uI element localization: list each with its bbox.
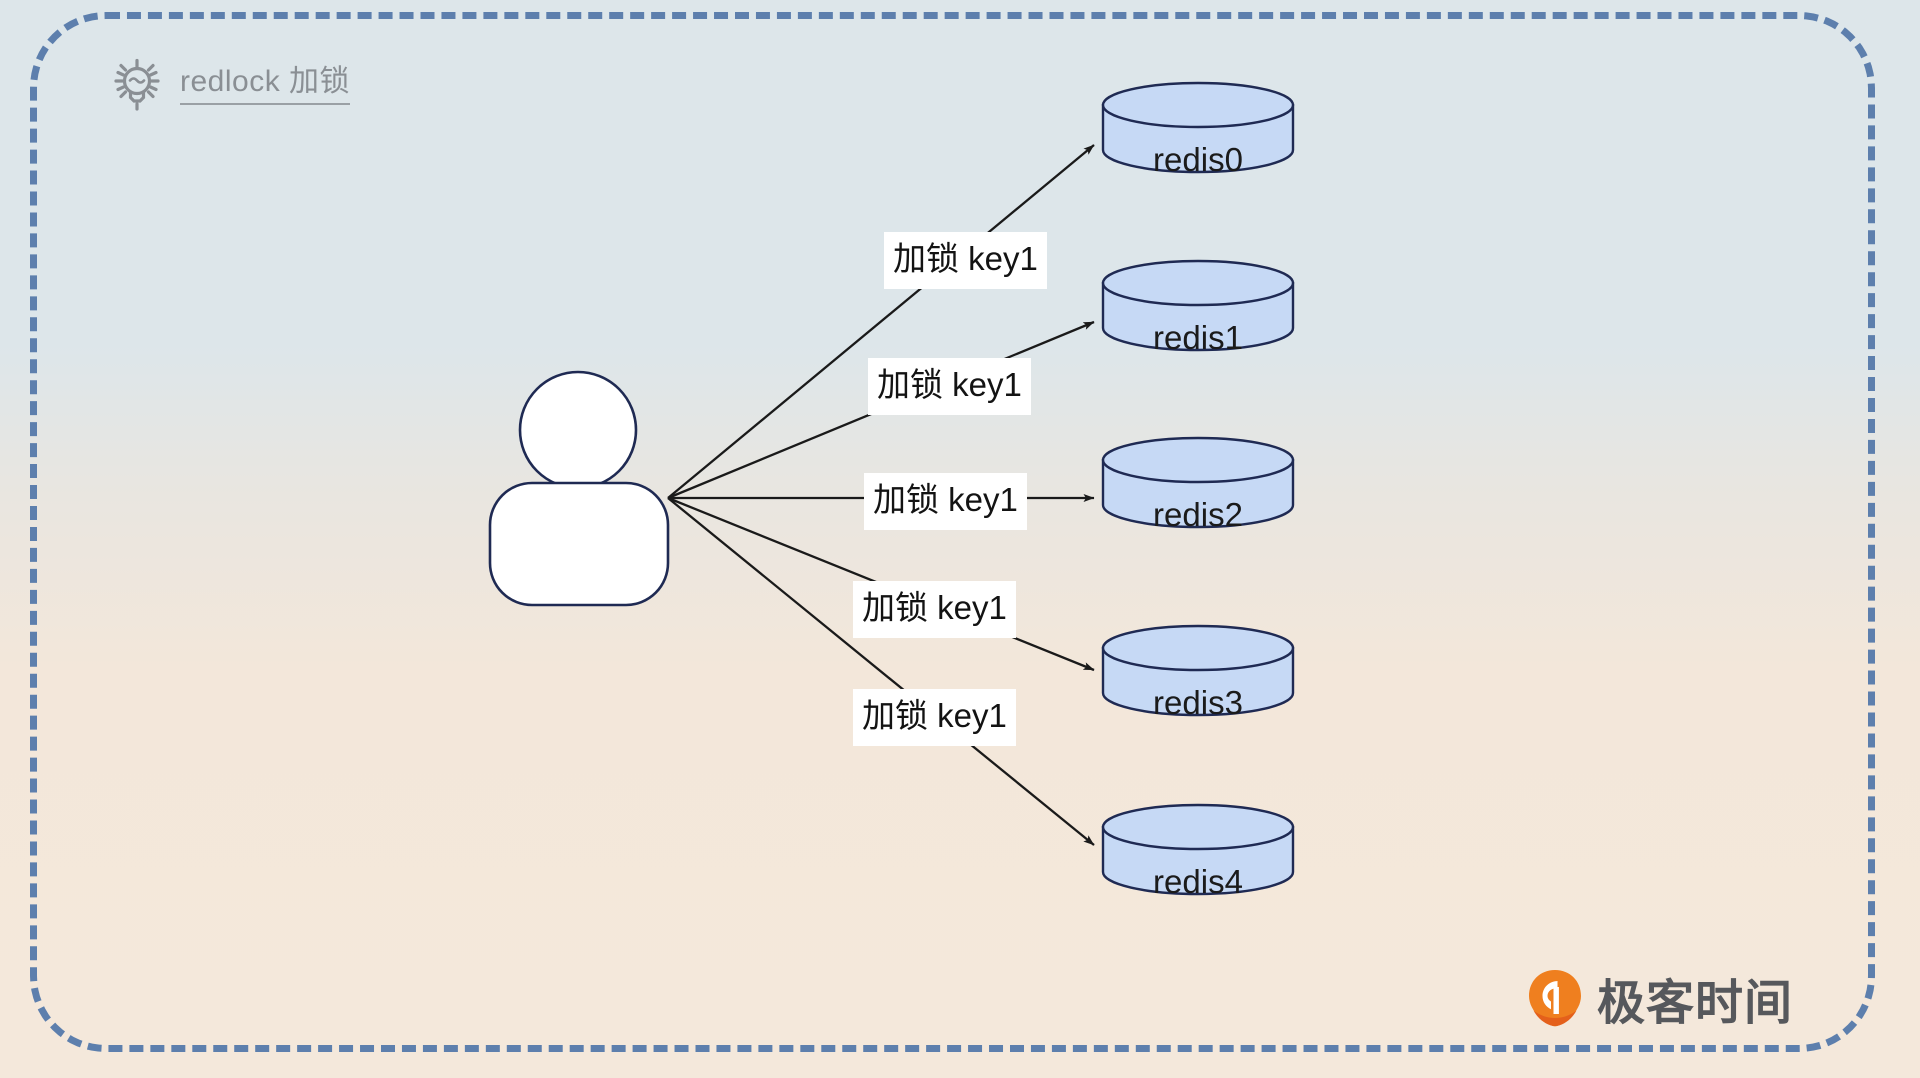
brand-logo: 极客时间 — [1527, 963, 1793, 1033]
node-redis1 — [1101, 259, 1295, 352]
node-label-redis2: redis2 — [1153, 496, 1243, 533]
node-redis3 — [1101, 624, 1295, 717]
node-redis2 — [1101, 436, 1295, 529]
edge-label-redis4: 加锁 key1 — [853, 689, 1016, 746]
node-label-redis4: redis4 — [1153, 863, 1243, 900]
edge-label-redis3: 加锁 key1 — [853, 581, 1016, 638]
page-title: redlock 加锁 — [180, 65, 351, 105]
node-redis4 — [1101, 803, 1295, 896]
node-label-redis0: redis0 — [1153, 141, 1243, 178]
person-icon — [488, 370, 670, 607]
title-block: redlock 加锁 — [108, 56, 351, 114]
edge-label-redis0: 加锁 key1 — [884, 232, 1047, 289]
node-label-redis1: redis1 — [1153, 319, 1243, 356]
node-redis0 — [1101, 81, 1295, 174]
node-label-redis3: redis3 — [1153, 684, 1243, 721]
edge-line-redis4 — [667, 497, 1095, 846]
edge-line-redis0 — [667, 144, 1095, 499]
brand-name: 极客时间 — [1597, 977, 1794, 1030]
geektime-logo-icon — [1529, 970, 1581, 1027]
lightbulb-icon — [114, 58, 160, 111]
edge-label-redis2: 加锁 key1 — [864, 473, 1027, 530]
edge-label-redis1: 加锁 key1 — [868, 358, 1031, 415]
